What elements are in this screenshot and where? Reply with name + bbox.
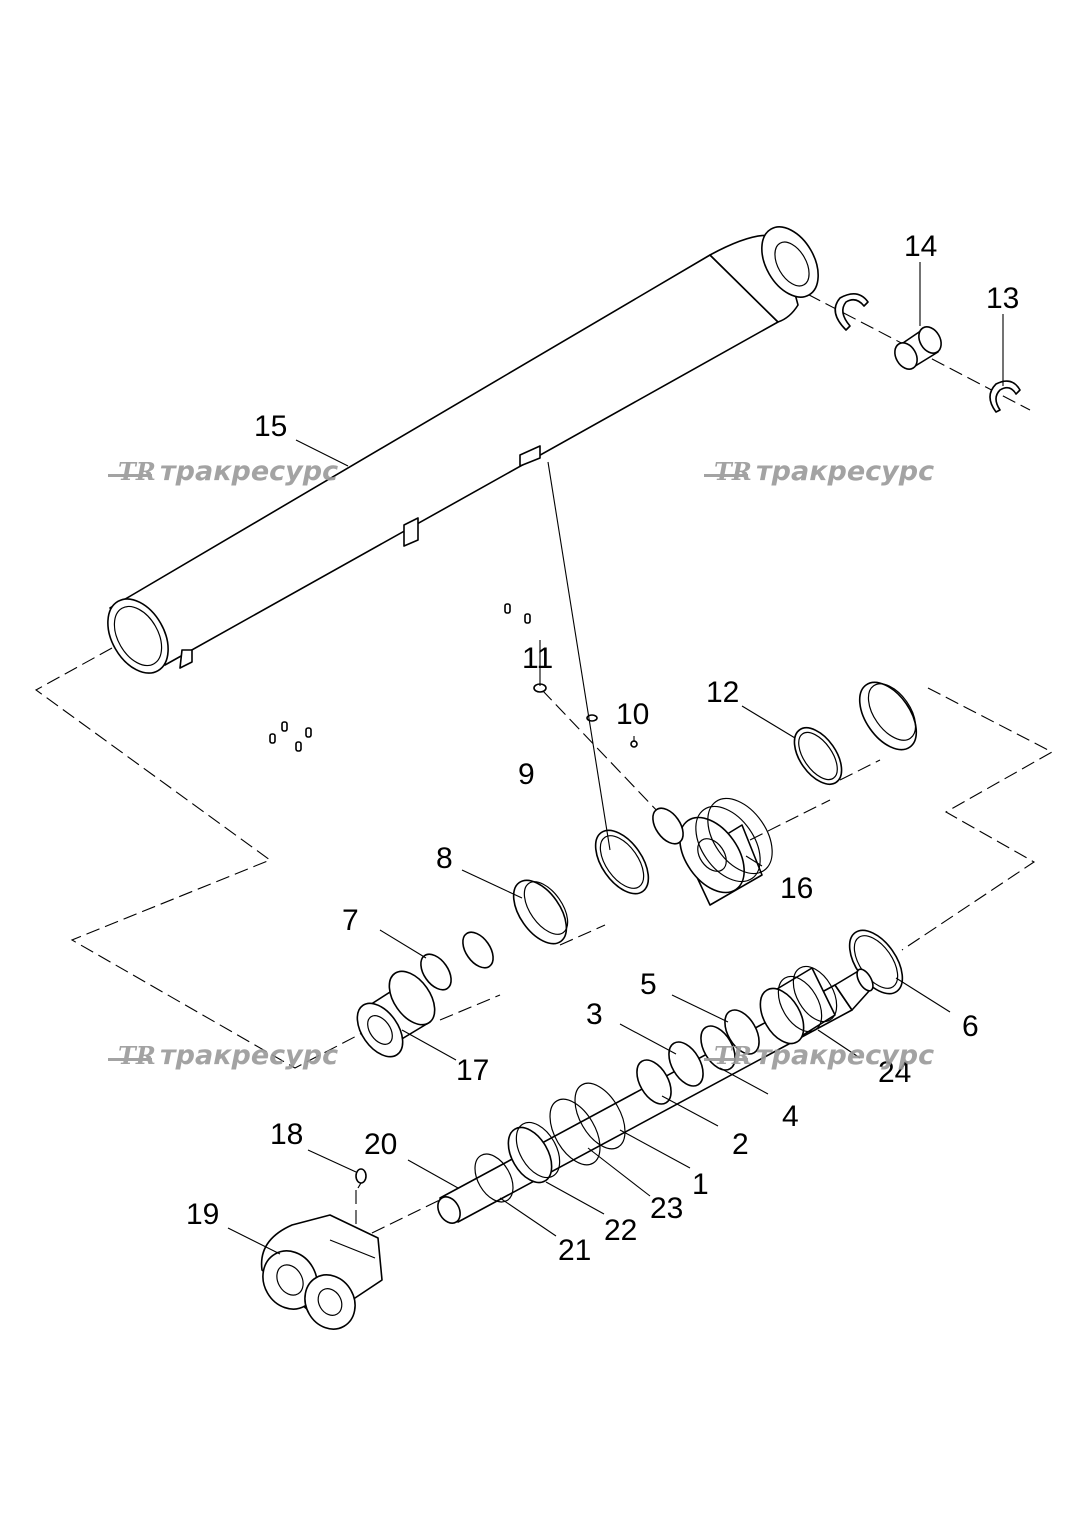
callout-11: 11 (522, 642, 553, 675)
callout-labels: 1 2 3 4 5 6 7 8 9 10 11 12 13 14 15 16 1… (186, 230, 1019, 1267)
callout-6: 6 (962, 1010, 979, 1043)
watermark-logo: TR (714, 1041, 752, 1070)
callout-23: 23 (650, 1192, 683, 1225)
callout-2: 2 (732, 1128, 749, 1161)
callout-19: 19 (186, 1198, 219, 1231)
callout-5: 5 (640, 968, 657, 1001)
o-ring-7 (420, 953, 452, 991)
callout-18: 18 (270, 1118, 303, 1151)
grease-nipple (355, 1168, 367, 1189)
watermark-top-left: TR тракресурс (108, 456, 338, 487)
watermark-top-right: TR тракресурс (704, 456, 934, 487)
callout-15: 15 (254, 410, 287, 443)
callout-20: 20 (364, 1128, 397, 1161)
callout-13: 13 (986, 282, 1019, 315)
wear-ring-large (858, 681, 918, 751)
watermark-bottom-right: TR тракресурс (704, 1040, 934, 1071)
callout-10: 10 (616, 698, 649, 731)
piston-seal-ring-12 (793, 727, 843, 785)
watermark-text: тракресурс (160, 1040, 338, 1071)
callout-1: 1 (692, 1168, 709, 1201)
callout-21: 21 (558, 1234, 591, 1267)
leader-lines (227, 262, 1004, 1255)
rod-collar-24 (759, 965, 838, 1045)
set-screws-loose (269, 603, 531, 752)
callout-8: 8 (436, 842, 453, 875)
snap-ring-upper-right (989, 380, 1021, 413)
watermark-text: тракресурс (160, 456, 338, 487)
piston (679, 797, 773, 906)
cylinder-tube (107, 226, 819, 674)
rod-eye-clevis (260, 1214, 383, 1330)
snap-ring-upper-left (834, 293, 869, 331)
watermark-bottom-left: TR тракресурс (108, 1040, 338, 1071)
callout-22: 22 (604, 1214, 637, 1247)
bushing (894, 326, 942, 370)
o-ring-7b (462, 931, 494, 969)
assembly-axes (34, 284, 1054, 1269)
callout-9: 9 (518, 758, 535, 791)
callout-14: 14 (904, 230, 937, 263)
callout-16: 16 (780, 872, 813, 905)
callout-24: 24 (878, 1056, 911, 1089)
set-screw-11 (533, 683, 598, 722)
callout-4: 4 (782, 1100, 799, 1133)
watermark-logo: TR (714, 457, 752, 486)
backup-ring-9 (594, 829, 650, 895)
watermark-logo: TR (118, 1041, 156, 1070)
watermark-text: тракресурс (756, 1040, 934, 1071)
callout-3: 3 (586, 998, 603, 1031)
gland (356, 970, 436, 1058)
watermark-text: тракресурс (756, 456, 934, 487)
callout-17: 17 (456, 1054, 489, 1087)
callout-12: 12 (706, 676, 739, 709)
callout-7: 7 (342, 904, 359, 937)
o-ring-piston (652, 807, 684, 845)
watermark-logo: TR (118, 457, 156, 486)
bushing-ring-8 (512, 879, 569, 945)
